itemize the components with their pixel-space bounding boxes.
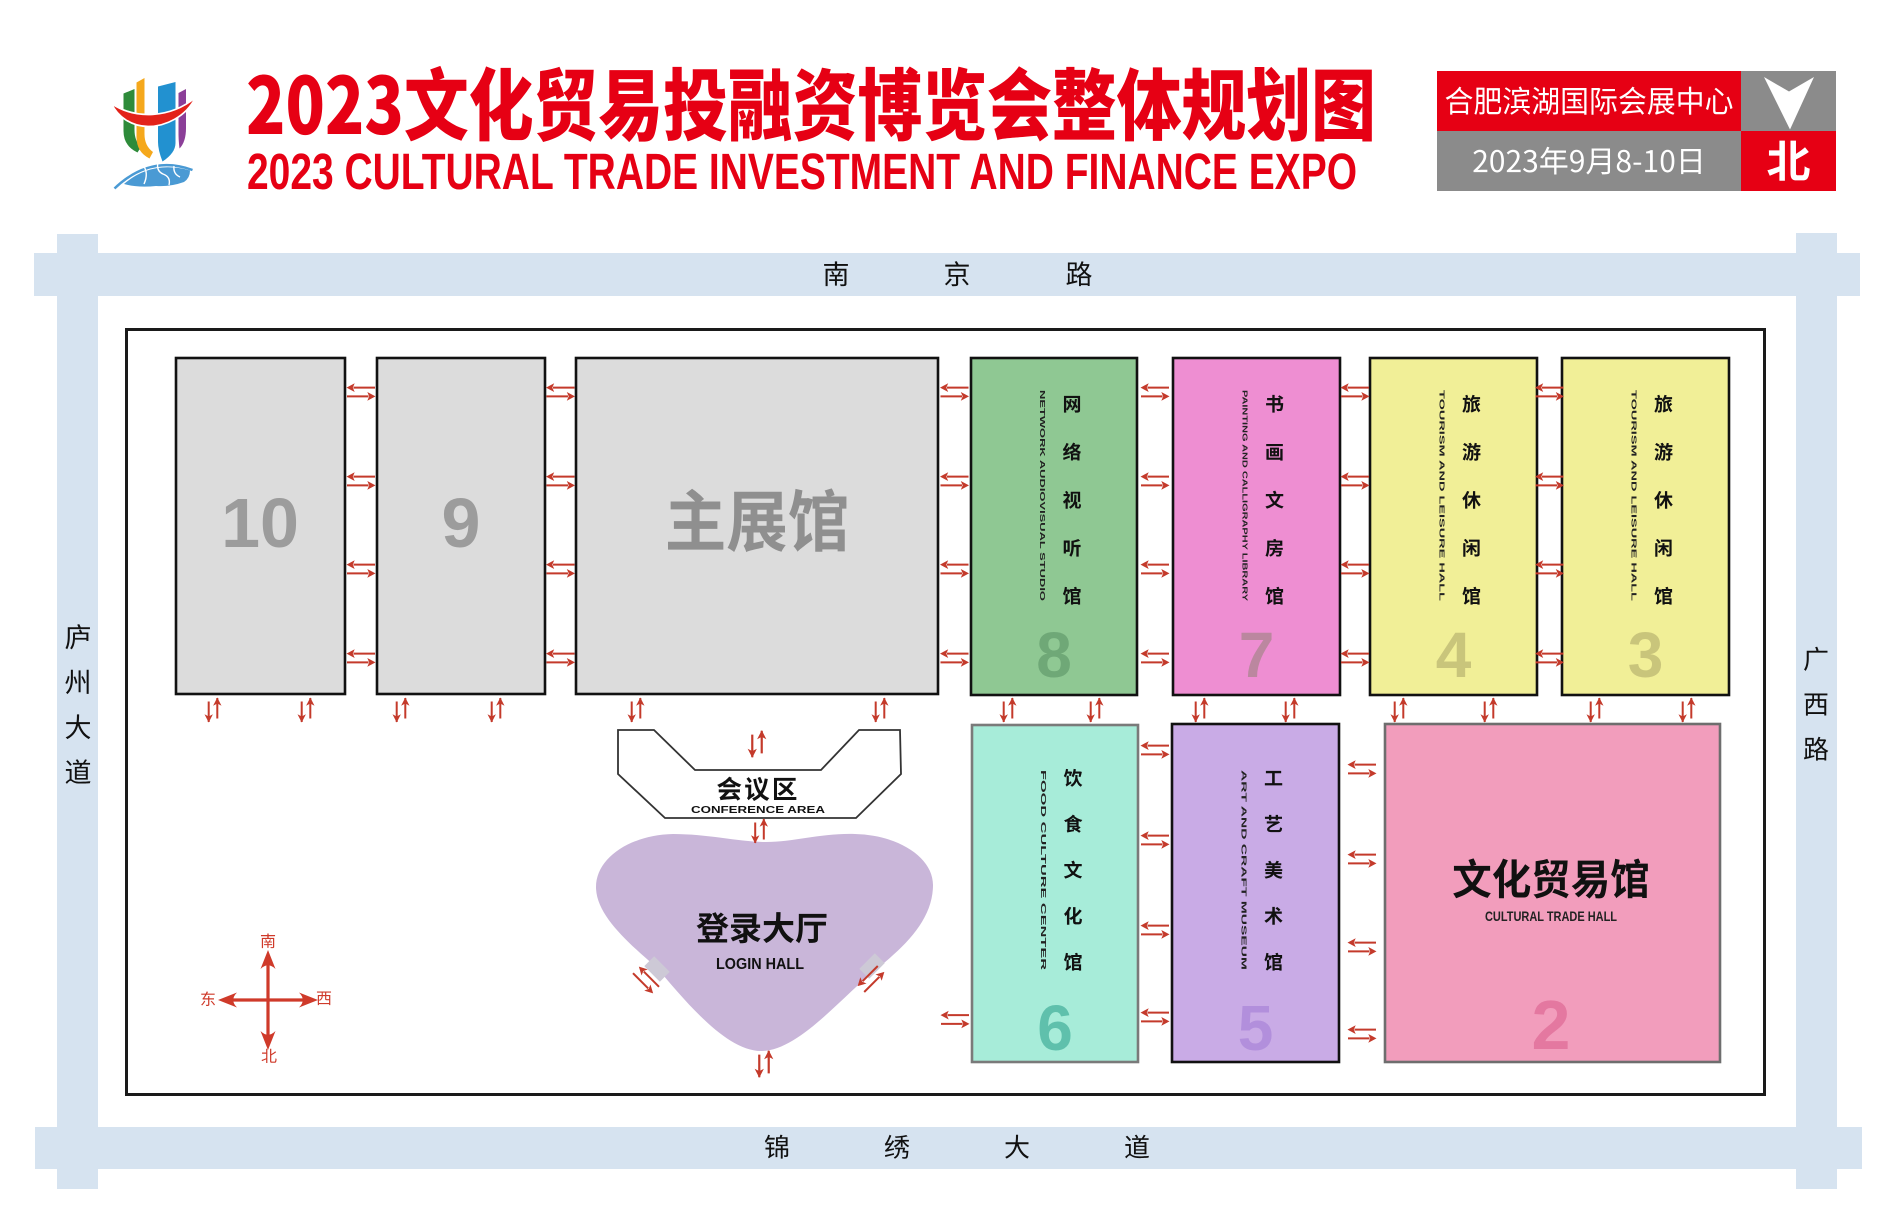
svg-text:3: 3 [1628,619,1664,691]
svg-text:2023 CULTURAL TRADE INVESTMENT: 2023 CULTURAL TRADE INVESTMENT AND FINAN… [247,143,1357,200]
svg-text:5: 5 [1238,992,1274,1064]
svg-text:LOGIN HALL: LOGIN HALL [716,956,804,973]
svg-text:6: 6 [1037,992,1073,1064]
svg-text:2: 2 [1532,986,1571,1064]
svg-text:7: 7 [1239,619,1275,691]
svg-text:TOURISM AND LEISURE HALL: TOURISM AND LEISURE HALL [1630,390,1639,602]
svg-text:9: 9 [442,484,481,562]
svg-text:10: 10 [221,484,299,562]
svg-text:CULTURAL TRADE HALL: CULTURAL TRADE HALL [1485,908,1617,924]
svg-text:PAINTING AND CALLIGRAPHY LIBRA: PAINTING AND CALLIGRAPHY LIBRARY [1241,390,1250,601]
svg-text:TOURISM AND LEISURE HALL: TOURISM AND LEISURE HALL [1438,390,1447,602]
svg-text:FOOD CULTURE CENTER: FOOD CULTURE CENTER [1039,770,1048,971]
svg-text:4: 4 [1436,619,1472,691]
svg-text:8: 8 [1036,619,1072,691]
svg-text:ART AND CRAFT MUSEUM: ART AND CRAFT MUSEUM [1240,770,1249,970]
svg-text:NETWORK AUDIOVISUAL STUDIO: NETWORK AUDIOVISUAL STUDIO [1038,390,1047,601]
svg-text:CONFERENCE AREA: CONFERENCE AREA [691,804,826,816]
